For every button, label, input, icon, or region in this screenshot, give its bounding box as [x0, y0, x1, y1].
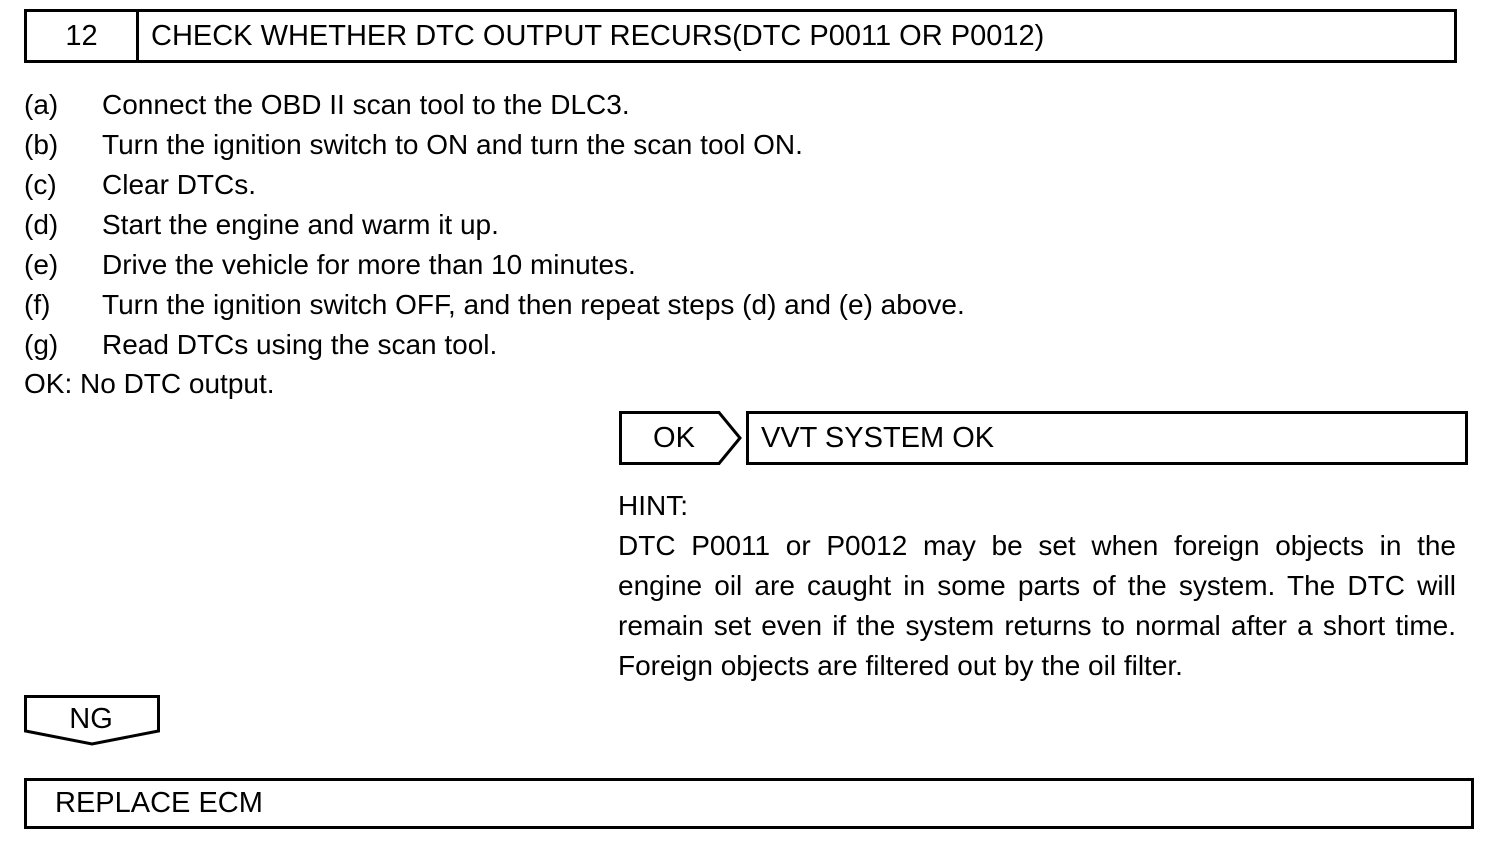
instruction-item: (c) Clear DTCs.: [24, 165, 965, 205]
instruction-marker: (c): [24, 169, 57, 200]
ng-branch-arrow: [22, 694, 162, 748]
instruction-marker: (f): [24, 289, 51, 320]
instruction-item: (d) Start the engine and warm it up.: [24, 205, 965, 245]
ok-condition: OK: No DTC output.: [24, 368, 275, 399]
step-number: 12: [27, 12, 139, 60]
instruction-item: (g) Read DTCs using the scan tool.: [24, 325, 965, 365]
instruction-marker: (d): [24, 209, 59, 240]
instruction-marker: (a): [24, 89, 59, 120]
step-header: 12 CHECK WHETHER DTC OUTPUT RECURS(DTC P…: [24, 9, 1457, 63]
ok-branch-arrow: [619, 411, 743, 465]
instruction-marker: (e): [24, 249, 59, 280]
instruction-item: (f) Turn the ignition switch OFF, and the…: [24, 285, 965, 325]
hint-section: HINT: DTC P0011 or P0012 may be set when…: [618, 486, 1456, 686]
step-title: CHECK WHETHER DTC OUTPUT RECURS(DTC P001…: [151, 20, 1045, 52]
instruction-text: Turn the ignition switch to ON and turn …: [102, 129, 803, 160]
instruction-item: (a) Connect the OBD II scan tool to the D…: [24, 85, 965, 125]
ng-branch-label: NG: [69, 703, 113, 735]
instruction-text: Drive the vehicle for more than 10 minut…: [102, 249, 636, 280]
hint-text: DTC P0011 or P0012 may be set when forei…: [618, 530, 1456, 681]
hint-heading: HINT:: [618, 490, 688, 521]
instruction-list: (a) Connect the OBD II scan tool to the D…: [24, 85, 965, 365]
instruction-text: Turn the ignition switch OFF, and then r…: [102, 289, 965, 320]
instruction-item: (b) Turn the ignition switch to ON and tu…: [24, 125, 965, 165]
instruction-text: Connect the OBD II scan tool to the DLC3…: [102, 89, 630, 120]
instruction-text: Clear DTCs.: [102, 169, 257, 200]
ng-result-box: REPLACE ECM: [24, 778, 1474, 829]
instruction-marker: (b): [24, 129, 59, 160]
instruction-marker: (g): [24, 329, 59, 360]
instruction-text: Read DTCs using the scan tool.: [102, 329, 498, 360]
ok-result-box: VVT SYSTEM OK: [746, 411, 1468, 465]
instruction-text: Start the engine and warm it up.: [102, 209, 499, 240]
instruction-item: (e) Drive the vehicle for more than 10 mi…: [24, 245, 965, 285]
ok-branch-label: OK: [653, 422, 695, 454]
